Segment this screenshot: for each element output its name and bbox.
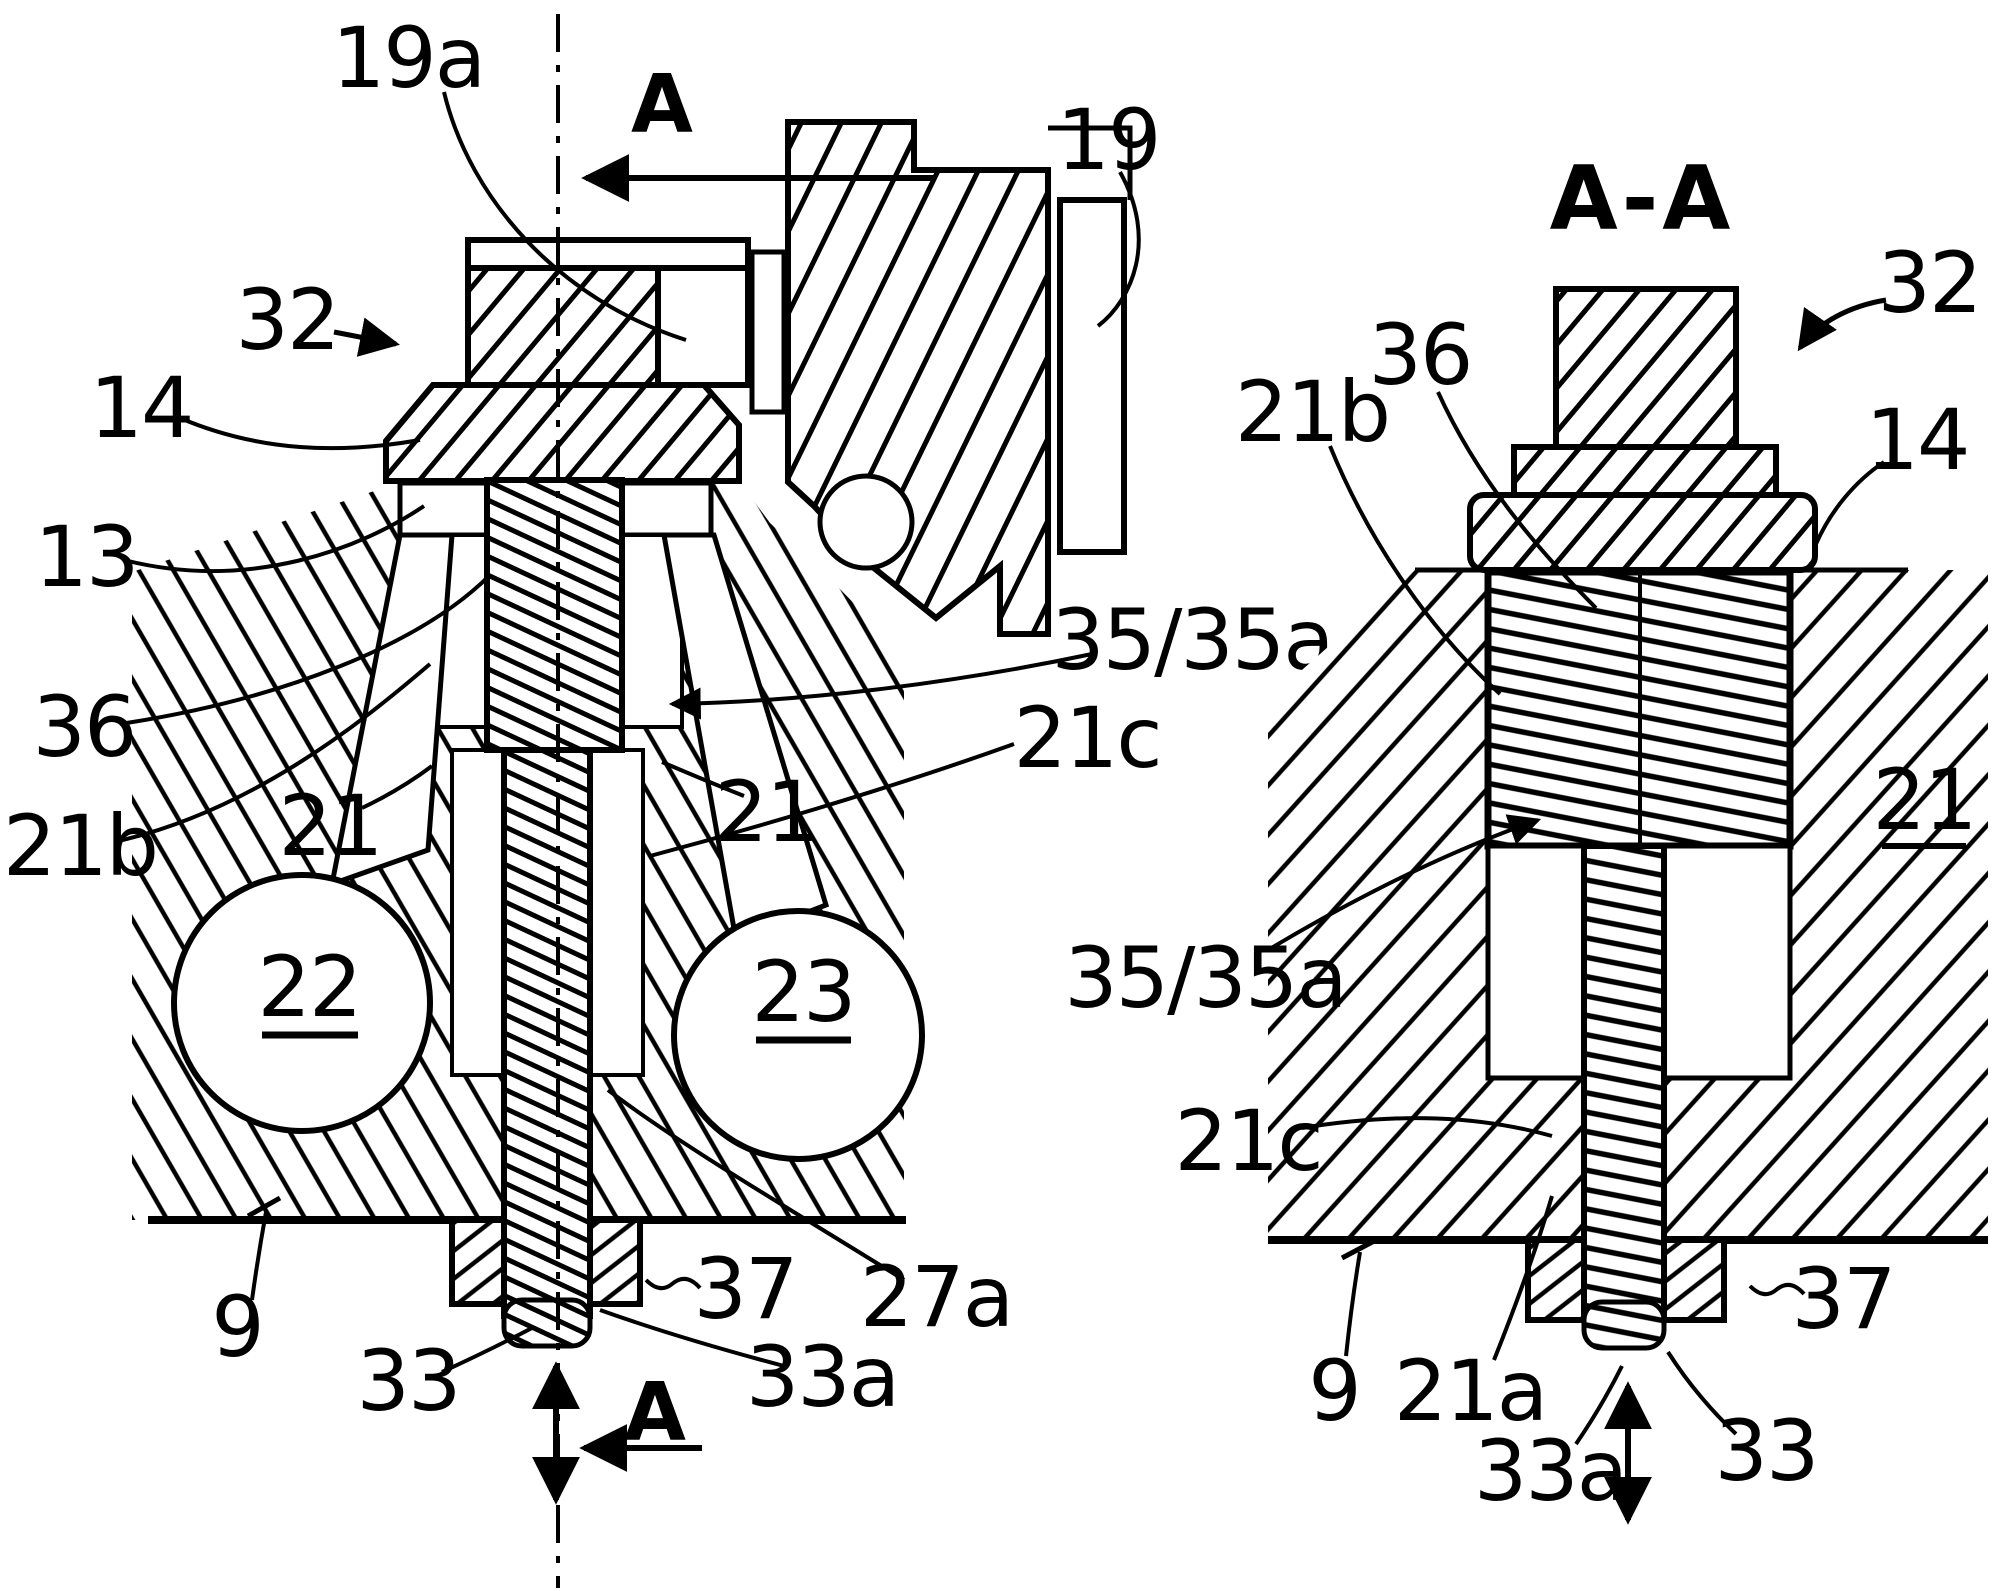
callout-27a: 27a: [860, 1248, 1012, 1346]
callout-21c-left: 21c: [1013, 689, 1160, 787]
callout-33-aa: 33: [1715, 1402, 1818, 1500]
left-view: 19a A 19 32 14 13 36 21b 21 21 22 23 35/…: [3, 9, 1335, 1588]
callout-33-left: 33: [357, 1332, 460, 1430]
pocket-right: [1661, 843, 1793, 1081]
spindle-head-step: [655, 265, 751, 388]
head-top-plate: [465, 237, 751, 271]
bore-strip-lower-left: [450, 748, 507, 1077]
callout-13: 13: [35, 508, 138, 606]
callout-37-left: 37: [694, 1240, 797, 1338]
callout-14-left: 14: [90, 359, 193, 457]
cavity-23-neck: [661, 532, 830, 944]
threaded-spindle-shaft-aa: [1581, 843, 1667, 1319]
leader-lines-right: [1266, 297, 1887, 1446]
holder-step-outline: [1048, 125, 1133, 200]
holder-block: [785, 119, 1051, 637]
callout-21-aa: 21: [1873, 751, 1976, 849]
threaded-section-wide: [484, 477, 625, 753]
cap-block-flange: [1467, 492, 1818, 573]
callout-9-aa: 9: [1308, 1342, 1359, 1440]
threaded-spindle-shaft: [501, 747, 593, 1319]
callout-21a-aa: 21a: [1394, 1342, 1546, 1440]
callout-21b-aa: 21b: [1235, 363, 1389, 461]
callout-9-left: 9: [211, 1278, 262, 1376]
callout-37-aa: 37: [1792, 1250, 1895, 1348]
cap-block-mid: [1511, 444, 1779, 500]
callout-36-left: 36: [33, 678, 136, 776]
spindle-tip: [501, 1297, 593, 1349]
spindle-tip-aa: [1581, 1299, 1667, 1351]
section-letter-top: A: [631, 58, 693, 151]
view-title-aa: A-A: [1550, 147, 1735, 250]
callout-22: 22: [258, 938, 361, 1036]
leader-lines-left: [113, 91, 1141, 1374]
right-view: A-A 32 36 21b 14 21 35/35a 21c 9 21a 33a…: [1064, 147, 1988, 1525]
pocket-left: [1485, 843, 1587, 1081]
bore-strip-lower-right: [588, 748, 645, 1077]
callout-35-35a-aa: 35/35a: [1064, 929, 1346, 1027]
callout-14-aa: 14: [1866, 391, 1969, 489]
callout-36-aa: 36: [1369, 306, 1472, 404]
callout-35-35a-left: 35/35a: [1051, 591, 1333, 689]
callout-21c-aa: 21c: [1174, 1092, 1321, 1190]
holder-round-recess: [817, 473, 915, 571]
callout-21-left: 21: [279, 777, 382, 875]
spindle-flange-section: [383, 382, 742, 484]
callout-19a: 19a: [332, 9, 484, 107]
callout-32-aa: 32: [1878, 234, 1981, 332]
callout-32-left: 32: [236, 271, 339, 369]
callout-23: 23: [752, 943, 855, 1041]
cavity-22-neck: [328, 532, 455, 888]
clamp-plate: [1057, 197, 1127, 555]
cap-block-top: [1553, 286, 1739, 452]
spindle-head-section: [465, 265, 661, 388]
callout-33a-left: 33a: [746, 1328, 898, 1426]
callout-19: 19: [1057, 91, 1160, 189]
cavity-22: [171, 872, 433, 1134]
cavity-23: [671, 908, 925, 1162]
section-letter-bottom: A: [624, 1366, 686, 1459]
callout-21-right: 21: [715, 763, 818, 861]
callout-33a-aa: 33a: [1474, 1422, 1626, 1520]
holder-gap-strip: [749, 249, 787, 415]
callout-21b-left: 21b: [3, 797, 157, 895]
